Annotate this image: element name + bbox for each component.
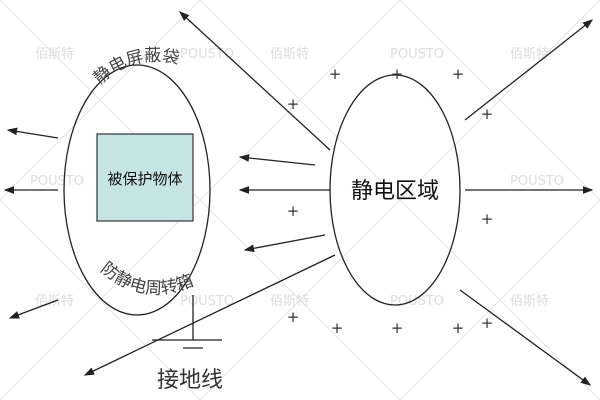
static-area-label: 静电区域: [351, 179, 439, 204]
svg-text:POUSTO: POUSTO: [390, 294, 444, 309]
svg-text:+: +: [329, 65, 342, 83]
protected-object-label: 被保护物体: [107, 170, 182, 188]
svg-text:+: +: [452, 65, 465, 83]
svg-text:佰斯特: 佰斯特: [510, 294, 549, 309]
svg-text:+: +: [391, 65, 404, 83]
svg-text:POUSTO: POUSTO: [510, 174, 564, 189]
svg-text:佰斯特: 佰斯特: [35, 47, 74, 62]
svg-text:+: +: [287, 95, 300, 113]
field-arrows: [3, 11, 594, 386]
svg-text:POUSTO: POUSTO: [180, 47, 234, 62]
svg-text:+: +: [481, 314, 494, 332]
shield-bag-circle: [63, 64, 211, 316]
svg-text:+: +: [287, 308, 300, 326]
svg-text:佰斯特: 佰斯特: [270, 294, 309, 309]
shield-bag-label: 静电屏蔽袋: [90, 46, 181, 89]
svg-text:POUSTO: POUSTO: [390, 47, 444, 62]
svg-text:+: +: [391, 319, 404, 337]
antistatic-box-label: 防静电周转箱: [97, 259, 196, 300]
watermark-text: 佰斯特 佰斯特 佰斯特 POUSTO POUSTO POUSTO POUSTO …: [30, 47, 564, 309]
svg-text:+: +: [287, 202, 300, 220]
svg-text:+: +: [481, 210, 494, 228]
ground-wire-label: 接地线: [157, 368, 223, 393]
charge-plus-signs: + + + + + + + + + + + +: [287, 65, 494, 337]
svg-text:+: +: [481, 105, 494, 123]
svg-text:佰斯特: 佰斯特: [270, 47, 309, 62]
svg-text:佰斯特: 佰斯特: [510, 47, 549, 62]
svg-text:+: +: [452, 319, 465, 337]
svg-text:+: +: [331, 319, 344, 337]
ground-symbol: [152, 295, 222, 349]
svg-text:POUSTO: POUSTO: [30, 174, 84, 189]
protected-object-box: [96, 133, 194, 222]
